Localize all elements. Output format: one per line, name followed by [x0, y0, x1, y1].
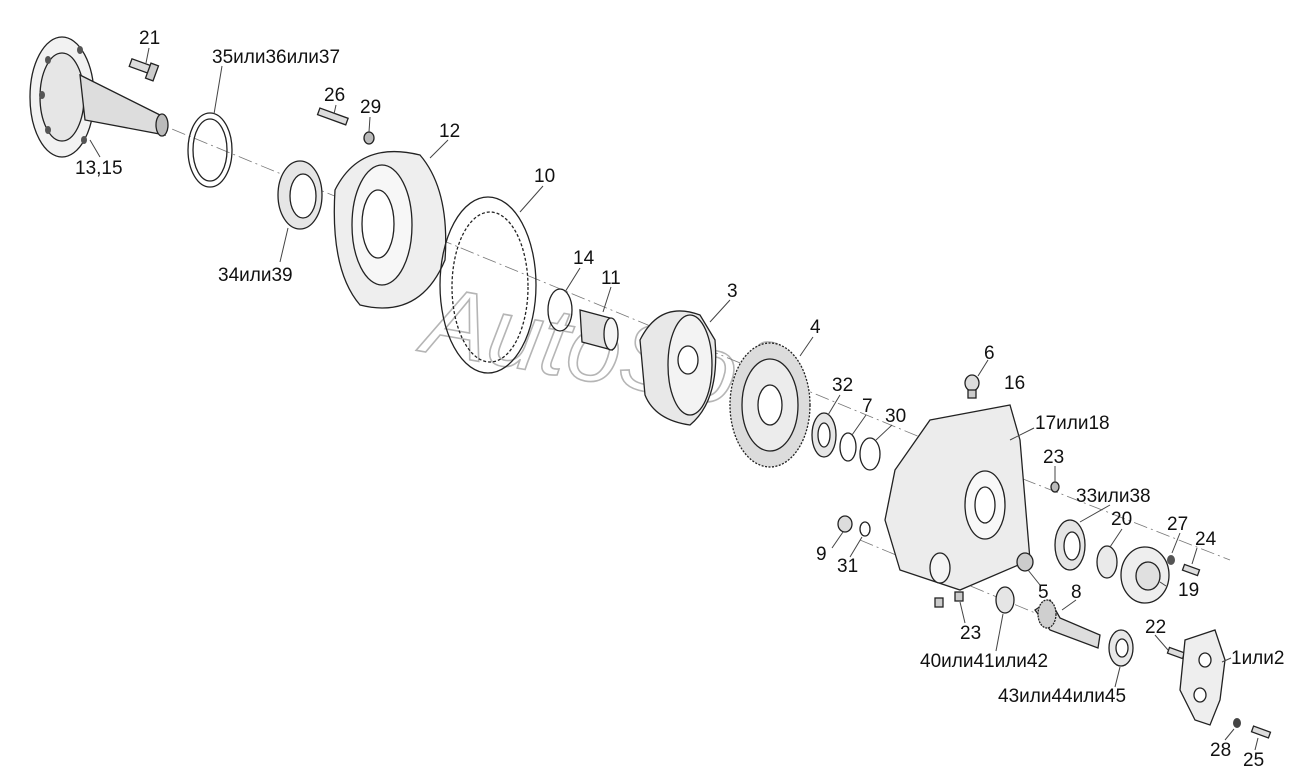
part-breather-6 — [964, 374, 980, 399]
part-washer-28 — [1233, 718, 1241, 728]
label-33-38: 33или38 — [1076, 486, 1151, 507]
label-35-36-37: 35или36или37 — [212, 47, 341, 68]
part-gear-4 — [729, 342, 811, 468]
part-bearing-40 — [995, 586, 1015, 614]
label-14: 14 — [573, 248, 595, 269]
label-20: 20 — [1111, 509, 1133, 530]
part-washer-14 — [547, 288, 573, 332]
label-26: 26 — [324, 85, 346, 106]
label-31: 31 — [837, 556, 859, 577]
part-bolt-25 — [1250, 725, 1272, 739]
part-cap-9 — [837, 515, 853, 533]
part-ring-gear-10 — [439, 196, 537, 374]
part-cover-19 — [1120, 546, 1170, 604]
label-32: 32 — [832, 375, 854, 396]
label-30: 30 — [885, 406, 907, 427]
label-8: 8 — [1071, 582, 1082, 603]
label-23-top: 23 — [1043, 447, 1065, 468]
label-19: 19 — [1178, 580, 1200, 601]
center-axis — [149, 119, 1001, 471]
part-bearing-33 — [1054, 519, 1086, 571]
part-pin-26 — [316, 107, 349, 126]
label-34-39: 34или39 — [218, 265, 293, 286]
part-nut-5 — [1016, 552, 1034, 572]
part-bolt-24 — [1181, 563, 1201, 577]
label-27: 27 — [1167, 514, 1189, 535]
part-ring-30 — [859, 437, 881, 471]
label-25: 25 — [1243, 750, 1265, 771]
label-13-15: 13,15 — [75, 158, 123, 179]
label-10: 10 — [534, 166, 556, 187]
label-9: 9 — [816, 544, 827, 565]
part-seal-ring-35 — [187, 112, 233, 188]
label-1-2: 1или2 — [1231, 648, 1285, 669]
part-housing-17 — [884, 404, 1031, 591]
part-ring-20 — [1096, 545, 1118, 579]
label-21: 21 — [139, 28, 161, 49]
label-12: 12 — [439, 121, 461, 142]
part-oring-31 — [859, 521, 871, 537]
label-3: 3 — [727, 281, 738, 302]
part-washer-27 — [1167, 555, 1175, 565]
part-hub-shaft — [29, 36, 169, 158]
part-bolt-21 — [128, 57, 160, 82]
part-plug-23-top — [1050, 481, 1060, 493]
part-sleeve-11 — [579, 309, 619, 351]
leader-lines — [89, 47, 1259, 751]
part-oil-seal-34 — [277, 160, 323, 230]
label-11: 11 — [601, 268, 621, 289]
part-bearing-32 — [811, 412, 837, 458]
label-22: 22 — [1145, 617, 1167, 638]
center-axis-right — [999, 469, 1231, 561]
part-plug-23-bottom — [934, 591, 964, 608]
part-ring-7 — [839, 432, 857, 462]
part-pin-22 — [1166, 646, 1186, 660]
label-40-41-42: 40или41или42 — [920, 651, 1049, 672]
label-28: 28 — [1210, 740, 1232, 761]
label-23-bottom: 23 — [960, 623, 982, 644]
part-seal-43 — [1108, 629, 1134, 667]
label-29: 29 — [360, 97, 382, 118]
label-24: 24 — [1195, 529, 1217, 550]
part-planet-carrier-3 — [639, 310, 717, 426]
label-17-18: 17или18 — [1035, 413, 1110, 434]
label-16: 16 — [1004, 373, 1026, 394]
part-nut-29 — [363, 131, 375, 145]
part-pinion-shaft-8 — [1034, 599, 1101, 649]
label-4: 4 — [810, 317, 821, 338]
label-6: 6 — [984, 343, 995, 364]
label-5: 5 — [1038, 582, 1049, 603]
part-bracket-1 — [1179, 629, 1226, 726]
label-43-44-45: 43или44или45 — [998, 686, 1127, 707]
part-housing-12 — [333, 151, 447, 309]
label-7: 7 — [862, 396, 873, 417]
